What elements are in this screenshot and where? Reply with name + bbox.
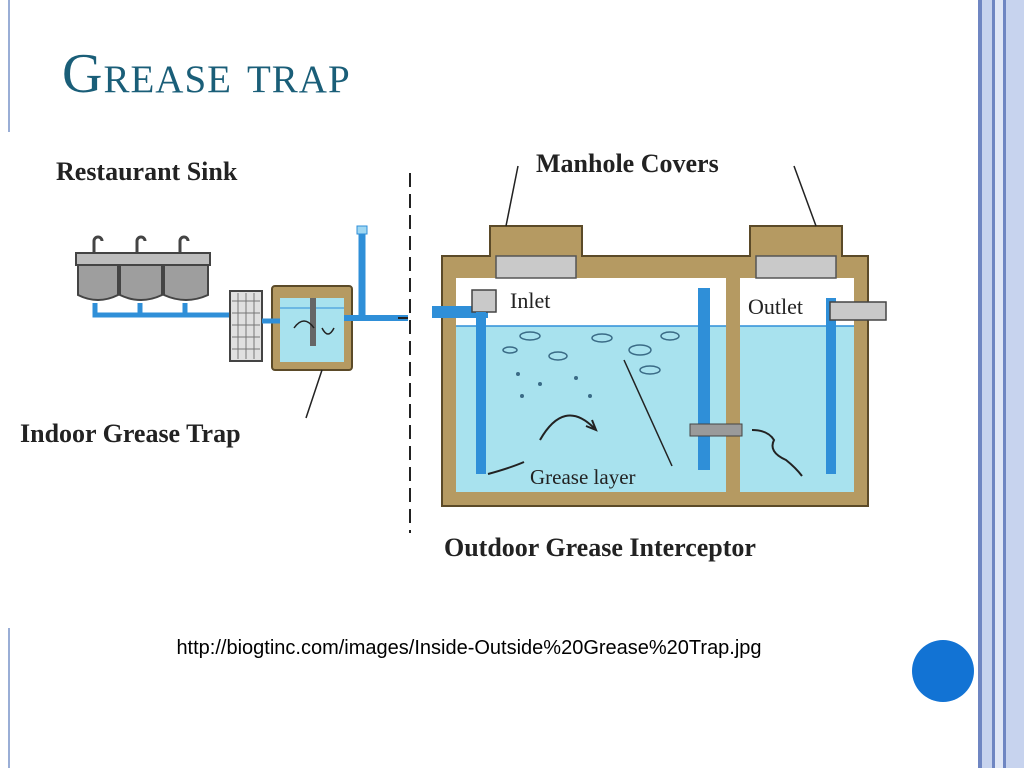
- label-grease-layer: Grease layer: [530, 465, 636, 489]
- label-indoor-grease-trap: Indoor Grease Trap: [20, 419, 241, 448]
- indoor-grease-trap: [262, 225, 408, 371]
- grease-trap-diagram: Restaurant Sink Indoor Grease Trap Manho…: [20, 149, 887, 562]
- strainer-basket: [229, 290, 263, 362]
- label-inlet: Inlet: [510, 288, 550, 313]
- label-outlet: Outlet: [748, 294, 803, 319]
- right-decorative-border: [976, 0, 1024, 768]
- decorative-circle: [912, 640, 974, 702]
- source-url: http://biogtinc.com/images/Inside-Outsid…: [176, 637, 762, 659]
- slide-title: Grease trap: [62, 43, 351, 105]
- left-accent-bar-bottom: [8, 628, 10, 768]
- outdoor-grease-interceptor-tank: [432, 225, 887, 507]
- label-outdoor-grease-interceptor: Outdoor Grease Interceptor: [444, 533, 756, 562]
- label-manhole-covers: Manhole Covers: [536, 149, 719, 178]
- restaurant-sinks: [75, 235, 245, 318]
- left-accent-bar-top: [8, 0, 10, 132]
- label-restaurant-sink: Restaurant Sink: [56, 157, 238, 186]
